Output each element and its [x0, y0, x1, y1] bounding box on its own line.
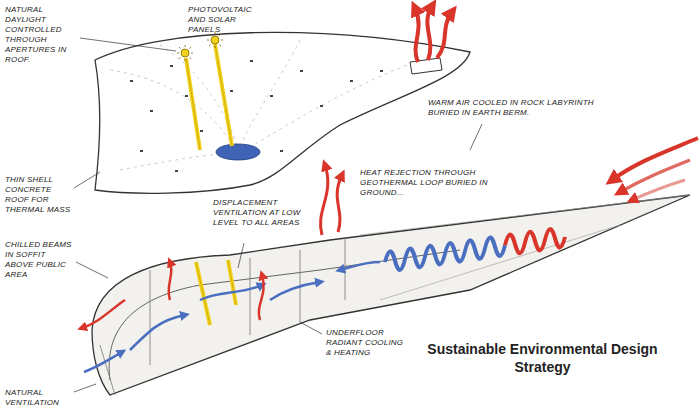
annotation-text: WARM AIR COOLED IN ROCK LABYRINTH BURIED…: [428, 98, 603, 118]
exhaust-air-arrow: [437, 12, 452, 58]
aperture: [380, 70, 383, 72]
exhaust-air-arrow: [415, 8, 419, 62]
roof-vent-opening: [410, 58, 442, 74]
rising-air-arrow: [337, 175, 342, 232]
annotation-text: UNDERFLOOR RADIANT COOLING & HEATING: [326, 328, 408, 358]
aperture: [140, 150, 143, 152]
sun-rays: [207, 32, 223, 48]
warm-air-labyrinth: [505, 227, 565, 255]
aperture: [170, 65, 173, 67]
leader-line: [300, 322, 322, 334]
leader-line: [74, 384, 96, 392]
warm-air-arrow: [259, 275, 264, 320]
cool-air-arrow: [130, 315, 185, 350]
aperture: [250, 60, 253, 62]
warm-air-arrow: [632, 180, 685, 200]
aperture: [270, 95, 273, 97]
floor-line: [109, 250, 460, 380]
annotation-text: HEAT REJECTION THROUGH GEOTHERMAL LOOP B…: [360, 168, 510, 198]
leader-line: [238, 243, 244, 268]
aperture: [300, 70, 303, 72]
aperture: [150, 110, 153, 112]
natural-ventilation-arrow: [84, 352, 122, 372]
solar-panel-oculus: [216, 144, 260, 160]
daylight-beams: [186, 44, 236, 325]
annotation-text: DISPLACEMENT VENTILATION AT LOW LEVEL TO…: [213, 198, 313, 228]
warm-air-arrow: [169, 262, 172, 300]
cooled-air-arrow: [340, 262, 380, 270]
aperture: [230, 90, 233, 92]
aperture: [130, 80, 133, 82]
rising-air-arrow: [320, 165, 327, 235]
aperture: [185, 95, 188, 97]
annotation-text: NATURAL VENTILATION: [5, 388, 75, 408]
aperture: [320, 105, 323, 107]
cool-air-arrow: [200, 285, 262, 300]
sun-disc: [211, 36, 219, 44]
sun-rays: [177, 45, 193, 61]
aperture: [280, 150, 283, 152]
natural-ventilation-arrow: [82, 300, 125, 328]
building-section: [92, 195, 690, 395]
sun-symbol: [177, 45, 193, 61]
annotation-text: NATURAL DAYLIGHT CONTROLLED THROUGH APER…: [5, 5, 77, 65]
annotation-text: CHILLED BEAMS IN SOFFIT ABOVE PUBLIC ARE…: [5, 240, 75, 280]
diagram-title: Sustainable Environmental Design Strateg…: [420, 340, 665, 376]
exhaust-air-arrow: [427, 6, 432, 60]
leader-line: [80, 38, 176, 51]
aperture: [200, 130, 203, 132]
leader-line: [74, 172, 100, 188]
warm-air-arrow: [620, 160, 690, 192]
leader-line: [76, 262, 108, 278]
roof-ribs: [110, 40, 420, 170]
aperture: [175, 170, 178, 172]
sun-symbol: [207, 32, 223, 48]
annotation-text: THIN SHELL CONCRETE ROOF FOR THERMAL MAS…: [5, 175, 73, 215]
berm-lines: [360, 195, 690, 300]
annotation-text: PHOTOVOLTAIC AND SOLAR PANELS: [188, 5, 268, 35]
cool-air-arrow: [270, 282, 320, 300]
aperture: [350, 80, 353, 82]
partition-lines: [100, 238, 345, 395]
leader-line: [470, 124, 482, 150]
roof-apertures: [130, 60, 383, 172]
daylight-beam-edges: [186, 44, 236, 325]
geothermal-loop: [385, 235, 505, 272]
sun-disc: [181, 49, 189, 57]
